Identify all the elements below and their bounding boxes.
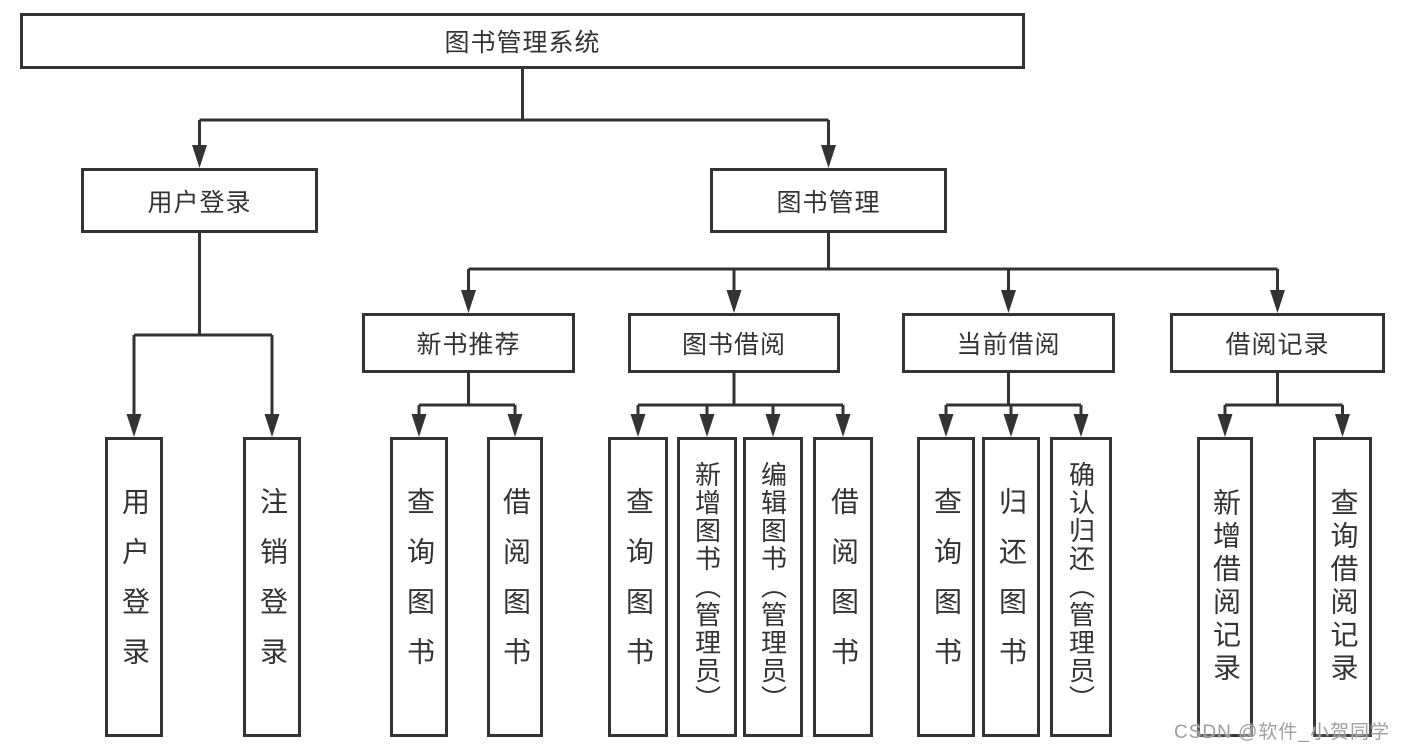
node-label: 用户登录 bbox=[147, 188, 252, 217]
node-label: 查询图书 bbox=[623, 487, 654, 687]
node-user-login: 用户登录 bbox=[81, 168, 318, 233]
node-label: 注销登录 bbox=[257, 487, 288, 687]
leaf-query-borrow-record: 查询借阅记录 bbox=[1313, 437, 1372, 737]
node-current-borrowing: 当前借阅 bbox=[902, 313, 1115, 373]
node-label: 归还图书 bbox=[996, 487, 1027, 687]
node-label: 用户登录 bbox=[119, 487, 150, 687]
leaf-add-books-admin: 新增图书（管理员） bbox=[677, 437, 737, 737]
leaf-user-login: 用户登录 bbox=[105, 437, 163, 737]
node-new-book-recommendation: 新书推荐 bbox=[362, 313, 575, 373]
node-label: 新增借阅记录 bbox=[1210, 488, 1241, 686]
node-label: 新增图书（管理员） bbox=[691, 461, 722, 713]
node-book-management: 图书管理 bbox=[710, 168, 947, 233]
node-label: 图书借阅 bbox=[681, 331, 786, 359]
node-label: 新书推荐 bbox=[416, 331, 521, 359]
leaf-add-borrow-record: 新增借阅记录 bbox=[1197, 437, 1253, 737]
node-label: 借阅图书 bbox=[828, 487, 859, 687]
node-label: 借阅记录 bbox=[1225, 331, 1330, 359]
leaf-borrow-books: 借阅图书 bbox=[813, 437, 873, 737]
leaf-borrow-books-recommend: 借阅图书 bbox=[487, 437, 543, 737]
node-library-management-system: 图书管理系统 bbox=[20, 13, 1025, 69]
node-borrowing-records: 借阅记录 bbox=[1170, 313, 1385, 373]
csdn-watermark: CSDN @软件_小贺同学 bbox=[1174, 722, 1390, 743]
leaf-query-books-recommend: 查询图书 bbox=[390, 437, 448, 737]
node-book-borrowing: 图书借阅 bbox=[628, 313, 840, 373]
node-label: 查询借阅记录 bbox=[1327, 488, 1359, 686]
leaf-return-books: 归还图书 bbox=[982, 437, 1040, 737]
leaf-query-books-current: 查询图书 bbox=[917, 437, 975, 737]
node-label: 查询图书 bbox=[931, 487, 962, 687]
node-label: 图书管理系统 bbox=[444, 29, 601, 57]
node-label: 当前借阅 bbox=[956, 331, 1061, 359]
node-label: 借阅图书 bbox=[500, 487, 531, 687]
node-label: 编辑图书（管理员） bbox=[757, 461, 788, 713]
leaf-edit-books-admin: 编辑图书（管理员） bbox=[743, 437, 803, 737]
node-label: 确认归还（管理员） bbox=[1065, 461, 1096, 713]
leaf-query-books-borrowing: 查询图书 bbox=[608, 437, 668, 737]
node-label: 查询图书 bbox=[404, 487, 435, 687]
leaf-confirm-return-admin: 确认归还（管理员） bbox=[1050, 437, 1112, 737]
arrowheads bbox=[126, 145, 1350, 437]
node-label: 图书管理 bbox=[776, 188, 881, 217]
leaf-logout: 注销登录 bbox=[243, 437, 301, 737]
